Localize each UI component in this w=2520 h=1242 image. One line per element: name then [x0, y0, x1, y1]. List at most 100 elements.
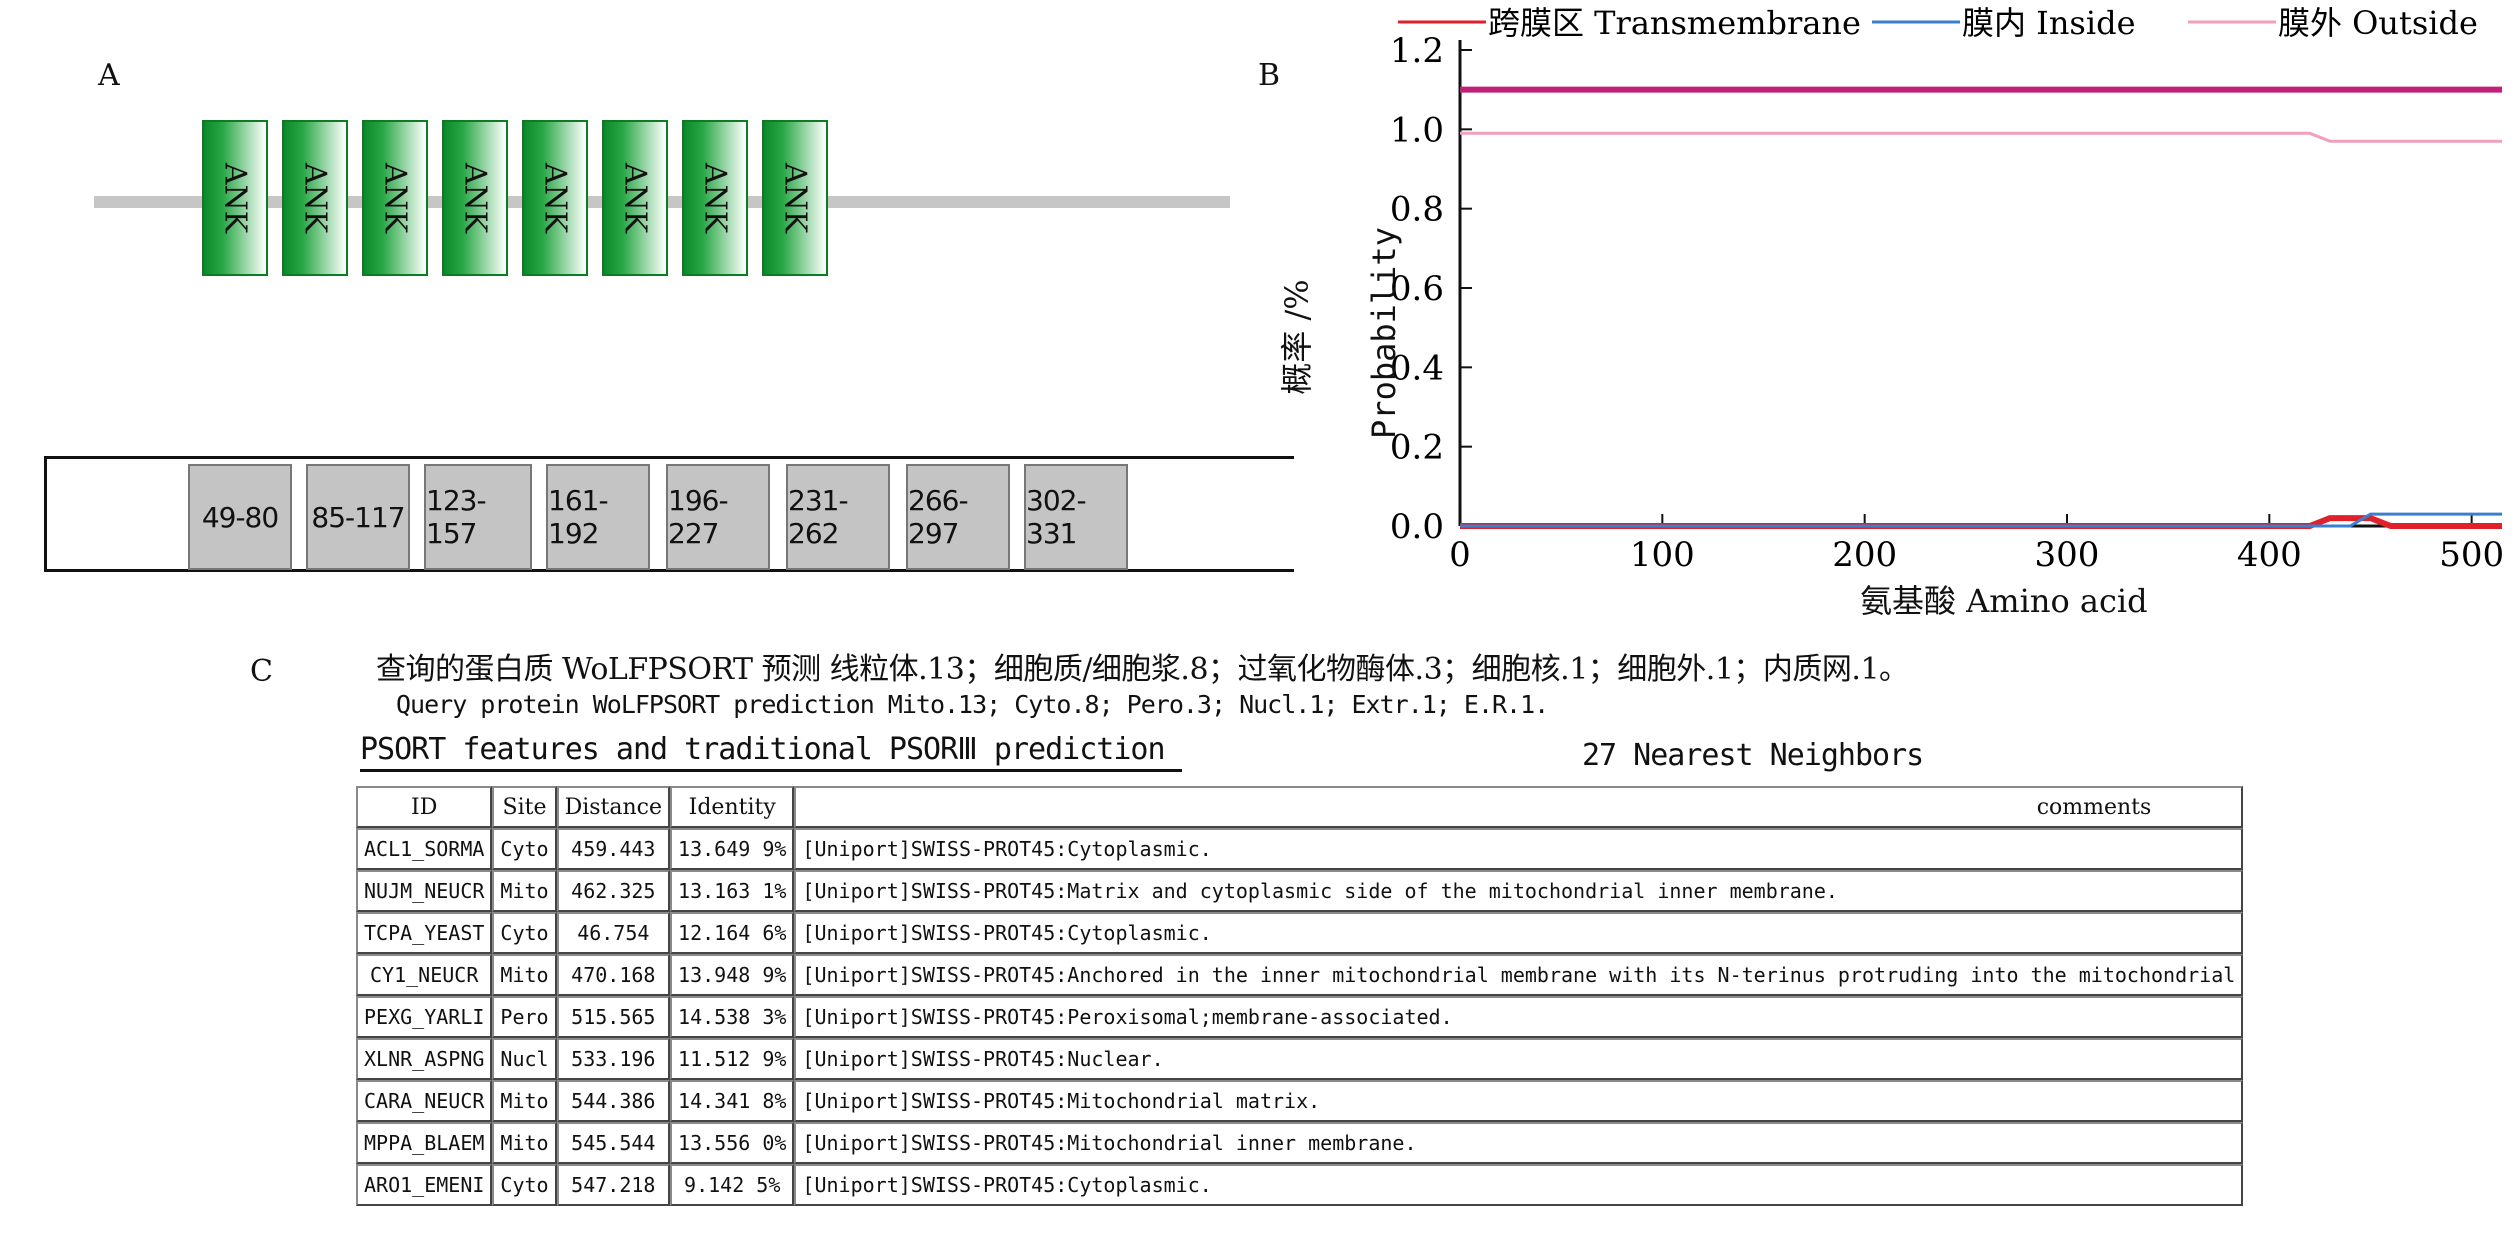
- ank-domain-label: ANK: [697, 162, 733, 234]
- x-tick-label: 300: [2035, 535, 2100, 575]
- cell-site: Cyto: [492, 828, 557, 870]
- ank-domain: ANK: [522, 120, 588, 276]
- section-title: PSORT features and traditional PSORⅢ pre…: [360, 732, 1182, 772]
- ank-domain-label: ANK: [777, 162, 813, 234]
- cell-comment: [Uniport]SWISS-PROT45:Nuclear.: [794, 1038, 2244, 1080]
- cell-id: CARA_NEUCR: [356, 1080, 493, 1122]
- cell-identity: 13.163 1%: [670, 870, 795, 912]
- domain-range-box: 196-227: [666, 464, 770, 570]
- x-axis-label: 氨基酸 Amino acid: [1860, 582, 2148, 620]
- cell-id: MPPA_BLAEM: [356, 1122, 493, 1164]
- cell-site: Mito: [492, 1080, 557, 1122]
- table-header-row: ID Site Distance Identity comments: [356, 786, 2244, 828]
- ank-domain: ANK: [762, 120, 828, 276]
- cell-distance: 545.544: [556, 1122, 671, 1164]
- cell-site: Pero: [492, 996, 557, 1038]
- sequence-bar: [44, 456, 1294, 572]
- domain-range-box: 266-297: [906, 464, 1010, 570]
- domain-range-box: 231-262: [786, 464, 890, 570]
- cell-identity: 14.538 3%: [670, 996, 795, 1038]
- ank-domain-label: ANK: [297, 162, 333, 234]
- cell-comment: [Uniport]SWISS-PROT45:Anchored in the in…: [794, 954, 2244, 996]
- cell-distance: 515.565: [556, 996, 671, 1038]
- col-header-comments: comments: [794, 786, 2244, 828]
- col-header-site: Site: [492, 786, 557, 828]
- y-axis-label-cn: 概率 /%: [1278, 279, 1317, 395]
- cell-id: ARO1_EMENI: [356, 1164, 493, 1206]
- y-tick-label: 1.0: [1390, 110, 1444, 150]
- y-tick-label: 0.8: [1390, 190, 1444, 230]
- y-axis-label-en: Probability: [1364, 227, 1403, 439]
- cell-identity: 12.164 6%: [670, 912, 795, 954]
- cell-distance: 470.168: [556, 954, 671, 996]
- legend-label: 跨膜区 Transmembrane: [1488, 4, 1861, 42]
- nearest-neighbors-table: ID Site Distance Identity comments ACL1_…: [356, 786, 2244, 1206]
- series-line-inside: [1460, 512, 2502, 528]
- x-tick-label: 200: [1832, 535, 1897, 575]
- cell-id: TCPA_YEAST: [356, 912, 493, 954]
- cell-comment: [Uniport]SWISS-PROT45:Peroxisomal;membra…: [794, 996, 2244, 1038]
- summary-en: Query protein WoLFPSORT prediction Mito.…: [396, 690, 1549, 719]
- cell-distance: 462.325: [556, 870, 671, 912]
- cell-distance: 544.386: [556, 1080, 671, 1122]
- chart-series: [1460, 86, 2502, 529]
- x-tick-label: 400: [2237, 535, 2302, 575]
- cell-site: Cyto: [492, 1164, 557, 1206]
- cell-id: CY1_NEUCR: [356, 954, 493, 996]
- cell-identity: 13.948 9%: [670, 954, 795, 996]
- cell-site: Nucl: [492, 1038, 557, 1080]
- ank-domain-label: ANK: [457, 162, 493, 234]
- cell-comment: [Uniport]SWISS-PROT45:Matrix and cytopla…: [794, 870, 2244, 912]
- cell-comment: [Uniport]SWISS-PROT45:Cytoplasmic.: [794, 828, 2244, 870]
- neighbors-title: 27 Nearest Neighbors: [1582, 738, 1924, 773]
- cell-id: NUJM_NEUCR: [356, 870, 493, 912]
- series-line-outside: [1460, 131, 2502, 143]
- ank-domain: ANK: [282, 120, 348, 276]
- ank-domain-label: ANK: [217, 162, 253, 234]
- panel-b-label: B: [1258, 58, 1281, 93]
- x-tick-label: 100: [1630, 535, 1695, 575]
- cell-distance: 547.218: [556, 1164, 671, 1206]
- y-tick-label: 0.6: [1390, 269, 1444, 309]
- cell-comment: [Uniport]SWISS-PROT45:Mitochondrial inne…: [794, 1122, 2244, 1164]
- domain-range-box: 49-80: [188, 464, 292, 570]
- y-tick-label: 0.2: [1390, 428, 1444, 468]
- ank-domain: ANK: [362, 120, 428, 276]
- cell-comment: [Uniport]SWISS-PROT45:Cytoplasmic.: [794, 912, 2244, 954]
- ank-domain: ANK: [682, 120, 748, 276]
- ank-domain-label: ANK: [377, 162, 413, 234]
- ank-domain-label: ANK: [537, 162, 573, 234]
- domain-range-box: 302-331: [1024, 464, 1128, 570]
- y-tick-label: 0.0: [1390, 507, 1444, 547]
- cell-id: ACL1_SORMA: [356, 828, 493, 870]
- cell-site: Cyto: [492, 912, 557, 954]
- cell-distance: 533.196: [556, 1038, 671, 1080]
- col-header-distance: Distance: [556, 786, 671, 828]
- cell-identity: 11.512 9%: [670, 1038, 795, 1080]
- cell-site: Mito: [492, 1122, 557, 1164]
- legend-label: 膜内 Inside: [1962, 4, 2136, 42]
- cell-distance: 46.754: [556, 912, 671, 954]
- cell-site: Mito: [492, 870, 557, 912]
- x-tick-label: 500: [2439, 535, 2504, 575]
- cell-comment: [Uniport]SWISS-PROT45:Cytoplasmic.: [794, 1164, 2244, 1206]
- panel-c-label: C: [250, 654, 273, 689]
- cell-identity: 9.142 5%: [670, 1164, 795, 1206]
- panel-a-label: A: [98, 58, 120, 93]
- cell-comment: [Uniport]SWISS-PROT45:Mitochondrial matr…: [794, 1080, 2244, 1122]
- ank-domain: ANK: [602, 120, 668, 276]
- cell-identity: 14.341 8%: [670, 1080, 795, 1122]
- y-axis-title: 概率 /% Probability: [1272, 214, 1403, 439]
